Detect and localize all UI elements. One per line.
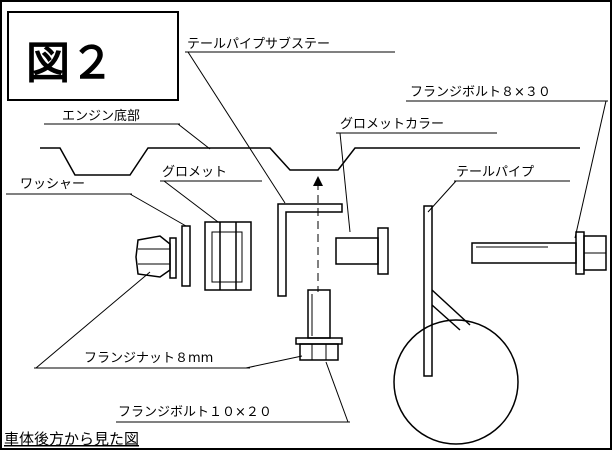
label-flange-bolt-10x20: フランジボルト１０×２０ [118, 405, 272, 420]
horizontal-bolt-shank [471, 242, 577, 264]
leader-grommet-diag [163, 180, 219, 223]
leader-flange-nut-diag-1 [35, 271, 151, 369]
label-washer: ワッシャー [20, 177, 85, 192]
figure-number: 図２ [26, 38, 114, 89]
tail-pipe-section [393, 319, 519, 445]
tail-pipe-bracket-gusset [431, 289, 471, 331]
tail-pipe-bracket-plate [423, 205, 433, 377]
label-tail-pipe-sub-stay: テールパイプサブステー [187, 36, 330, 52]
label-flange-nut: フランジナット８mm [84, 351, 213, 366]
tail-pipe-sub-stay [277, 203, 343, 297]
washer-plate [181, 225, 191, 287]
label-engine-bottom: エンジン底部 [62, 108, 140, 124]
axis-arrowhead [313, 176, 323, 186]
label-grommet-collar: グロメットカラー [340, 117, 444, 132]
label-tail-pipe: テールパイプ [456, 165, 534, 180]
grommet-collar-tube [335, 237, 379, 265]
vertical-bolt-shank [307, 289, 331, 339]
leader-flange-bolt-8x30-diag [574, 100, 607, 239]
grommet-body [204, 221, 252, 291]
leader-grommet-collar-diag [339, 132, 351, 233]
label-grommet: グロメット [162, 165, 227, 180]
engine-bottom-outline [40, 147, 580, 176]
figure-number-box [7, 11, 179, 101]
flange-nut [135, 235, 171, 278]
label-flange-bolt-8x30: フランジボルト８×３０ [410, 85, 551, 100]
vertical-bolt-head [299, 343, 339, 361]
vertical-bolt-flange [295, 337, 343, 345]
leader-flange-bolt-10x20-diag [325, 361, 349, 423]
leader-tail-pipe-sub-stay-diag [187, 51, 286, 204]
figure-caption: 車体後方から見た図 [4, 430, 139, 448]
leader-washer-diag [129, 193, 187, 227]
horizontal-bolt-flange [575, 231, 585, 275]
flange-nut-flange [169, 237, 177, 279]
leader-engine-bottom-diag [177, 123, 211, 150]
grommet-inner [211, 231, 243, 283]
leader-flange-nut-diag-2 [245, 355, 303, 369]
grommet-collar-flange [377, 227, 389, 275]
